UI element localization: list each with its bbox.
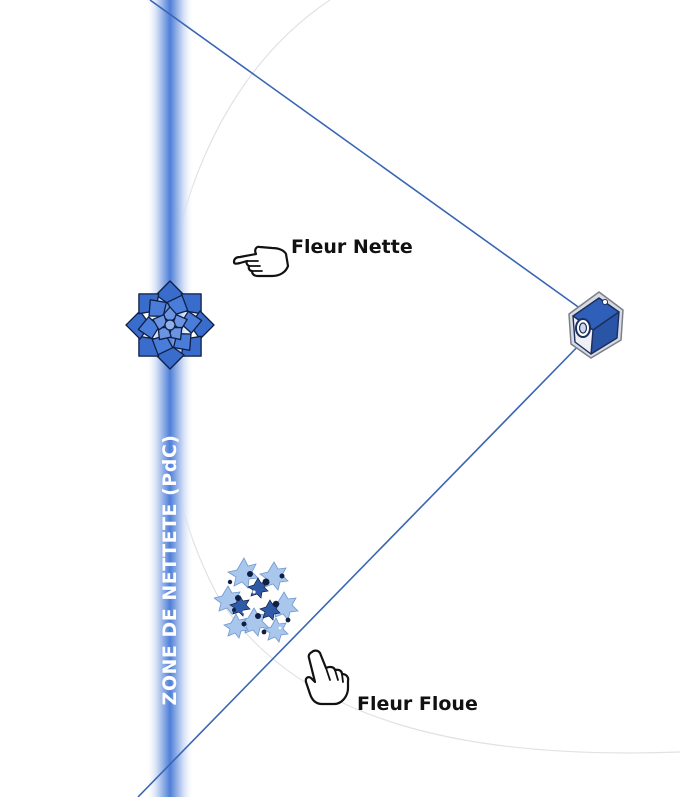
blurred-flower-icon	[214, 557, 299, 643]
view-line-lower	[137, 335, 589, 797]
focus-arc	[162, 0, 680, 754]
blurry-flower-label: Fleur Floue	[357, 693, 478, 715]
pointing-hand-icon	[232, 245, 290, 278]
succulent-flower-icon	[125, 280, 215, 370]
sharp-flower-label: Fleur Nette	[291, 236, 413, 258]
pointing-hand-icon	[304, 649, 350, 706]
view-line-upper	[149, 0, 589, 315]
zone-band	[146, 0, 194, 797]
camera-icon	[568, 291, 624, 359]
zone-label-text: ZONE DE NETTETE (PdC)	[159, 434, 181, 706]
